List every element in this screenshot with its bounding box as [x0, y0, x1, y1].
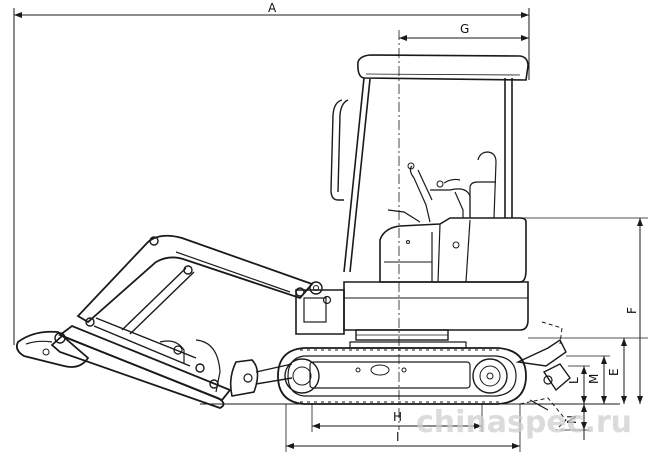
dimension-f: F: [520, 217, 648, 404]
dimension-label-a: A: [268, 1, 277, 15]
dimension-l: L: [567, 365, 590, 404]
dimension-i: I: [285, 404, 521, 452]
dimension-label-l: L: [567, 377, 581, 384]
dimension-label-e: E: [607, 368, 621, 376]
dimension-label-f: F: [625, 307, 639, 314]
dozer-blade-right: [515, 321, 571, 431]
dimension-label-h: H: [393, 410, 402, 424]
undercarriage-track: [277, 341, 527, 405]
dimension-h: H: [311, 404, 483, 432]
dimension-label-g: G: [460, 22, 469, 36]
dimension-label-i: I: [396, 430, 400, 444]
dimension-g: G: [399, 22, 529, 41]
upper-structure: [295, 217, 529, 341]
dimension-label-m: M: [587, 374, 601, 384]
cab: [330, 54, 529, 273]
dimension-n: N: [560, 404, 590, 440]
watermark-text: chinaspec.ru: [416, 405, 632, 440]
dozer-blade-left: [229, 359, 293, 397]
boom: [76, 234, 314, 335]
dimension-a: A: [13, 1, 530, 345]
arm-bucket: [15, 317, 232, 409]
dimension-m: M: [566, 355, 610, 404]
dimension-e: E: [607, 338, 627, 404]
dimension-label-n: N: [565, 415, 579, 424]
